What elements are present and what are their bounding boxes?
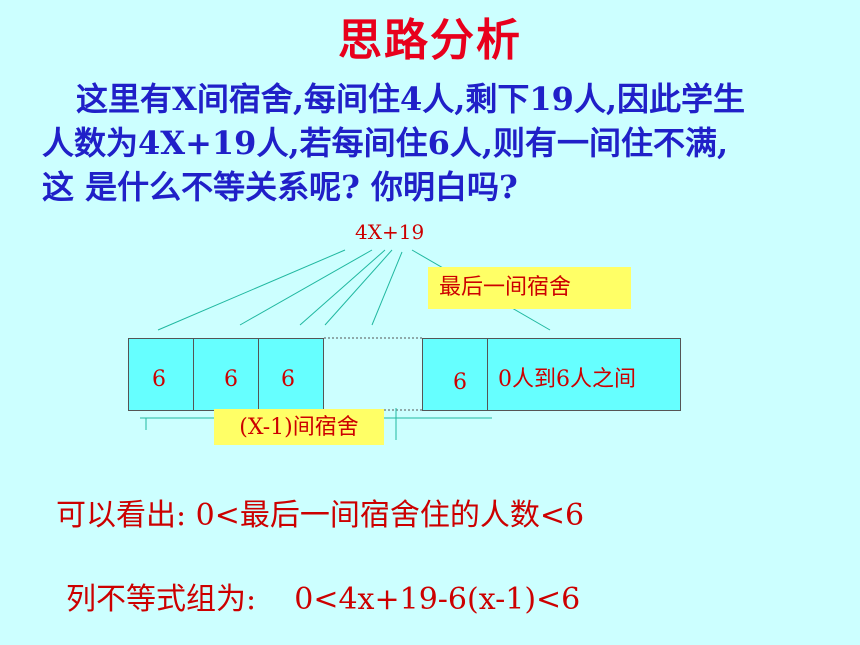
inequality-statement: 列不等式组为: 0<4x+19-6(x-1)<6 — [66, 582, 581, 617]
last-room-label: 最后一间宿舍 — [428, 267, 631, 309]
paragraph-line-2: 人数为4X+19人,若每间住6人,则有一间住不满, — [42, 124, 729, 162]
room-box-1: 6 — [128, 338, 194, 411]
slide-title: 思路分析 — [338, 15, 522, 66]
room-box-4: 6 — [422, 338, 488, 411]
last-room-box-range: 0人到6人之间 — [498, 367, 636, 392]
room-box-3: 6 — [258, 338, 324, 411]
last-room-box: 0人到6人之间 — [487, 338, 681, 411]
connector-line-5 — [371, 251, 403, 326]
paragraph-line-3: 这 是什么不等关系呢? 你明白吗? — [42, 168, 518, 206]
room-box-2: 6 — [193, 338, 259, 411]
room-box-3-count: 6 — [281, 367, 295, 392]
total-students-label: 4X+19 — [355, 220, 425, 244]
room-box-4-count: 6 — [453, 370, 467, 395]
observation-statement: 可以看出: 0<最后一间宿舍住的人数<6 — [56, 498, 585, 533]
connector-line-1 — [157, 249, 346, 331]
room-box-2-count: 6 — [224, 367, 238, 392]
connector-line-3 — [299, 249, 386, 326]
connector-line-4 — [324, 249, 393, 326]
room-box-1-count: 6 — [152, 367, 166, 392]
paragraph-line-1: 这里有X间宿舍,每间住4人,剩下19人,因此学生 — [76, 80, 746, 118]
rooms-count-label: (X-1)间宿舍 — [214, 409, 384, 445]
connector-line-2 — [239, 249, 373, 326]
